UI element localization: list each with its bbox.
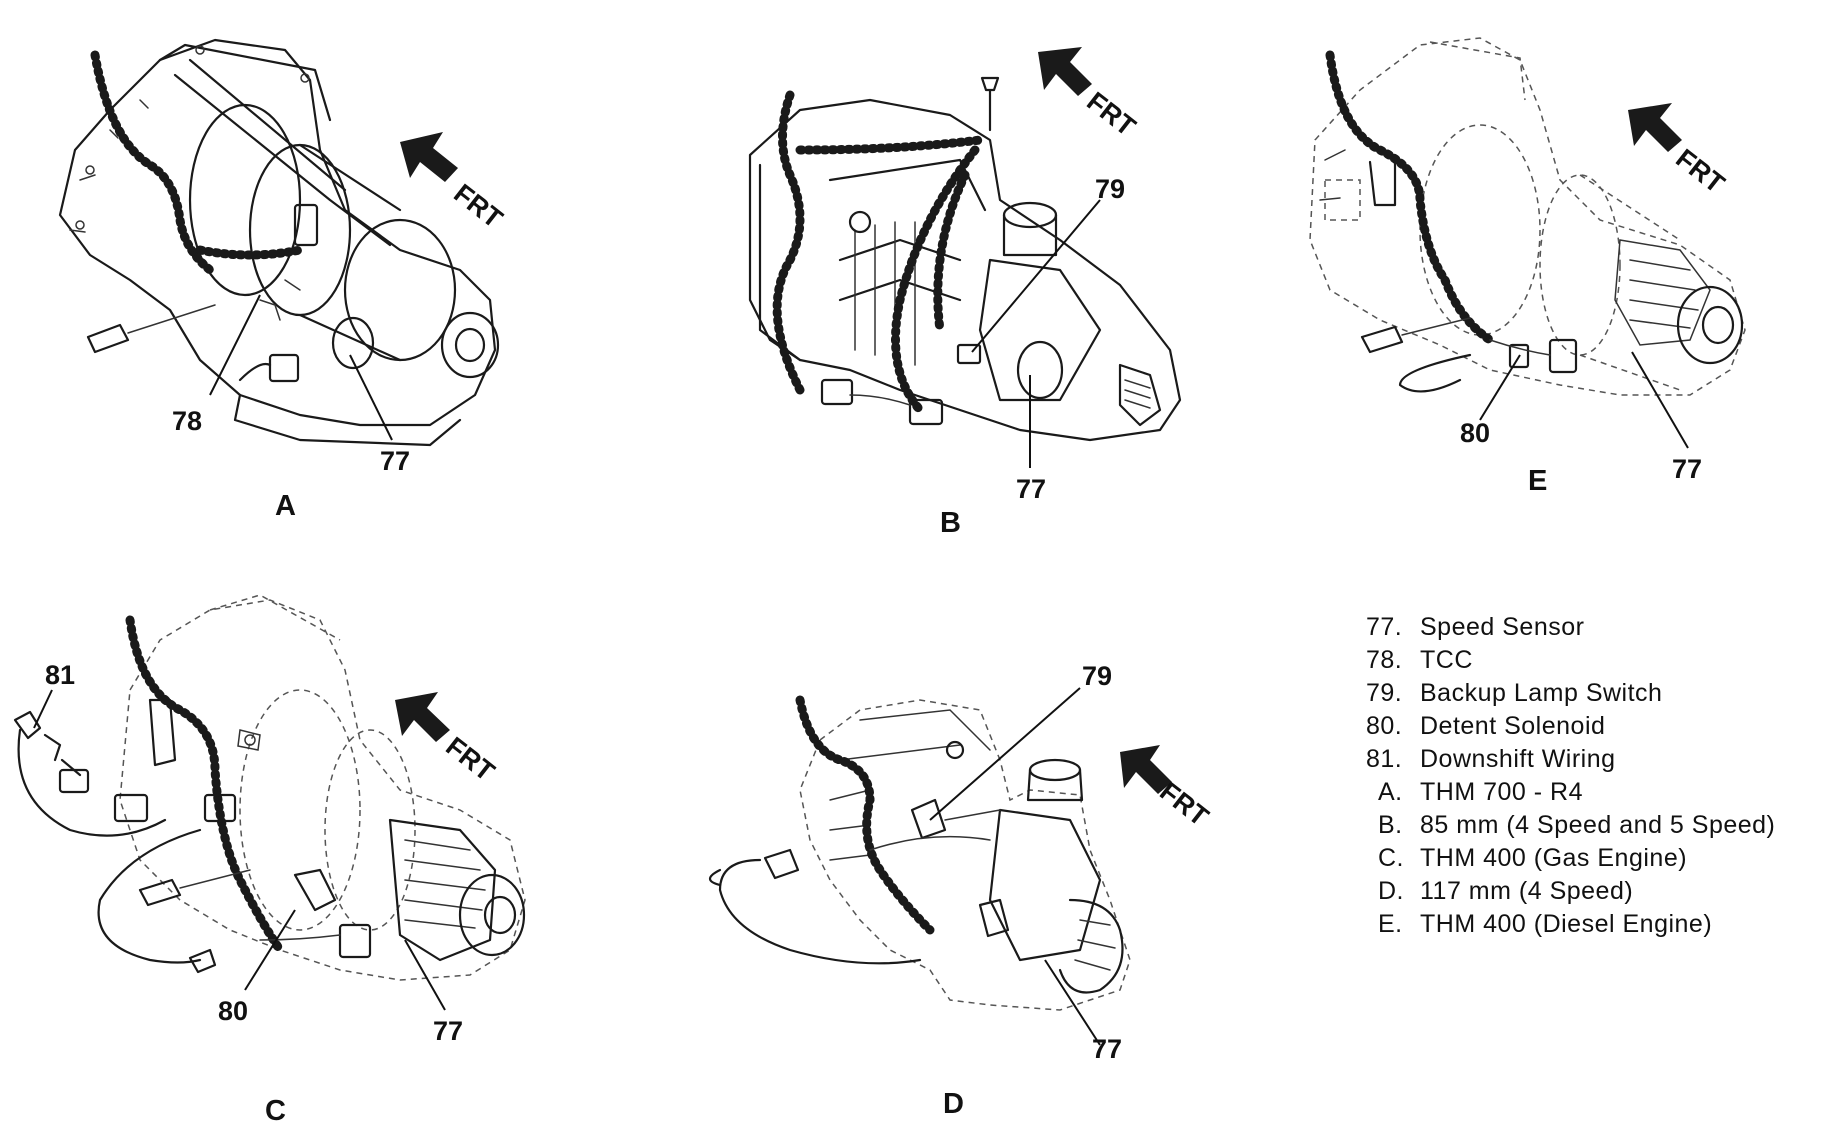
frt-label-a: FRT bbox=[448, 178, 508, 234]
frt-arrow-d: FRT bbox=[1120, 745, 1215, 832]
leader-80-c bbox=[244, 909, 296, 991]
legend: 77. Speed Sensor 78. TCC 79. Backup Lamp Swit… bbox=[1366, 613, 1775, 938]
panel-letter-b: B bbox=[940, 507, 961, 539]
frt-arrow-e: FRT bbox=[1628, 103, 1731, 199]
legend-text: Speed Sensor bbox=[1420, 613, 1584, 641]
callout-81-c: 81 bbox=[45, 660, 75, 690]
legend-text: THM 400 (Diesel Engine) bbox=[1420, 910, 1712, 938]
frt-arrow-a: FRT bbox=[400, 132, 509, 234]
panel-a: 78 77 A FRT bbox=[58, 38, 509, 522]
leader-80-e bbox=[1479, 354, 1521, 421]
leader-77-c bbox=[404, 939, 446, 1011]
transmission-drawing-b bbox=[748, 76, 1182, 442]
legend-text: Backup Lamp Switch bbox=[1420, 679, 1662, 707]
legend-item: 79. Backup Lamp Switch bbox=[1366, 679, 1662, 707]
panel-letter-e: E bbox=[1528, 465, 1547, 497]
callout-78-a: 78 bbox=[172, 406, 202, 436]
legend-key: D. bbox=[1378, 877, 1404, 905]
callout-77-b: 77 bbox=[1016, 474, 1046, 504]
front-arrow-icon bbox=[1120, 745, 1172, 794]
transmission-drawing-a bbox=[58, 38, 500, 447]
front-arrow-icon bbox=[395, 692, 450, 742]
transmission-drawing-c bbox=[13, 594, 526, 981]
legend-text: Downshift Wiring bbox=[1420, 745, 1616, 773]
frt-arrow-b: FRT bbox=[1038, 47, 1142, 142]
callout-80-c: 80 bbox=[218, 996, 248, 1026]
leader-78-a bbox=[209, 294, 261, 396]
legend-text: 85 mm (4 Speed and 5 Speed) bbox=[1420, 811, 1775, 839]
legend-key: C. bbox=[1378, 844, 1404, 872]
leader-77-d bbox=[1044, 959, 1101, 1046]
front-arrow-icon bbox=[400, 132, 458, 182]
front-arrow-icon bbox=[1628, 103, 1682, 152]
callout-79-b: 79 bbox=[1095, 174, 1125, 204]
legend-text: Detent Solenoid bbox=[1420, 712, 1605, 740]
legend-item: D. 117 mm (4 Speed) bbox=[1378, 877, 1633, 905]
frt-label-c: FRT bbox=[440, 731, 500, 787]
legend-key: 79. bbox=[1366, 679, 1402, 707]
legend-key: A. bbox=[1378, 778, 1403, 806]
panel-e: 80 77 E FRT bbox=[1309, 37, 1746, 497]
legend-text: TCC bbox=[1420, 646, 1473, 674]
legend-item: A. THM 700 - R4 bbox=[1378, 778, 1583, 806]
callout-77-a: 77 bbox=[380, 446, 410, 476]
legend-key: 80. bbox=[1366, 712, 1402, 740]
legend-text: 117 mm (4 Speed) bbox=[1420, 877, 1633, 905]
legend-key: 81. bbox=[1366, 745, 1402, 773]
callout-80-e: 80 bbox=[1460, 418, 1490, 448]
legend-key: B. bbox=[1378, 811, 1403, 839]
panel-b: 79 77 B FRT bbox=[748, 47, 1182, 539]
frt-arrow-c: FRT bbox=[395, 692, 501, 787]
panel-d: 79 77 D FRT bbox=[708, 661, 1215, 1120]
panel-letter-a: A bbox=[275, 490, 296, 522]
transmission-drawing-e bbox=[1309, 37, 1746, 396]
legend-key: 77. bbox=[1366, 613, 1402, 641]
legend-item: 81. Downshift Wiring bbox=[1366, 745, 1616, 773]
panel-letter-d: D bbox=[943, 1088, 964, 1120]
panel-letter-c: C bbox=[265, 1095, 286, 1127]
leader-81-c bbox=[33, 689, 53, 729]
leader-79-d bbox=[929, 687, 1081, 821]
panel-c: 81 80 77 C FRT bbox=[13, 594, 526, 1127]
legend-item: 77. Speed Sensor bbox=[1366, 613, 1584, 641]
transmission-drawing-d bbox=[708, 695, 1131, 1011]
front-arrow-icon bbox=[1038, 47, 1092, 96]
callout-77-d: 77 bbox=[1092, 1034, 1122, 1064]
callout-79-d: 79 bbox=[1082, 661, 1112, 691]
leader-77-a bbox=[349, 354, 393, 441]
legend-item: E. THM 400 (Diesel Engine) bbox=[1378, 910, 1712, 938]
leader-79-b bbox=[971, 199, 1101, 353]
legend-text: THM 400 (Gas Engine) bbox=[1420, 844, 1687, 872]
legend-key: E. bbox=[1378, 910, 1403, 938]
legend-item: 78. TCC bbox=[1366, 646, 1473, 674]
callout-77-e: 77 bbox=[1672, 454, 1702, 484]
leader-77-e bbox=[1631, 351, 1689, 449]
frt-label-b: FRT bbox=[1081, 86, 1141, 142]
legend-item: B. 85 mm (4 Speed and 5 Speed) bbox=[1378, 811, 1775, 839]
frt-label-e: FRT bbox=[1670, 143, 1730, 199]
legend-item: 80. Detent Solenoid bbox=[1366, 712, 1605, 740]
legend-key: 78. bbox=[1366, 646, 1402, 674]
legend-item: C. THM 400 (Gas Engine) bbox=[1378, 844, 1687, 872]
legend-text: THM 700 - R4 bbox=[1420, 778, 1583, 806]
callout-77-c: 77 bbox=[433, 1016, 463, 1046]
